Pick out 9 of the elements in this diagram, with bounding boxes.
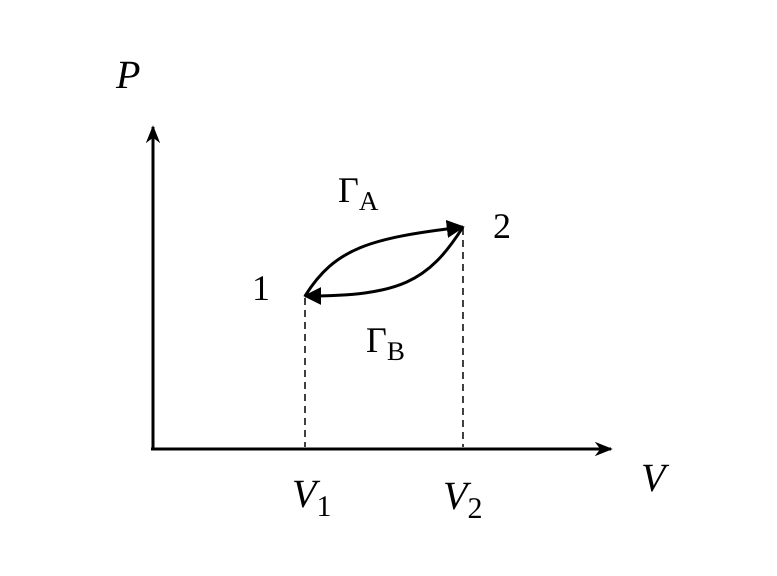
edge-label: Γ$_{B}$ bbox=[366, 322, 405, 366]
tick-label: V$_{1}$ bbox=[292, 474, 332, 522]
state-label: 1 bbox=[252, 270, 270, 306]
tick-label: V$_{2}$ bbox=[443, 476, 482, 524]
state-label: 2 bbox=[493, 208, 511, 244]
edge-label: Γ$_{A}$ bbox=[338, 172, 378, 216]
process-arrow bbox=[304, 220, 465, 297]
process-arrow bbox=[303, 226, 464, 305]
axis-label: P bbox=[116, 55, 140, 95]
